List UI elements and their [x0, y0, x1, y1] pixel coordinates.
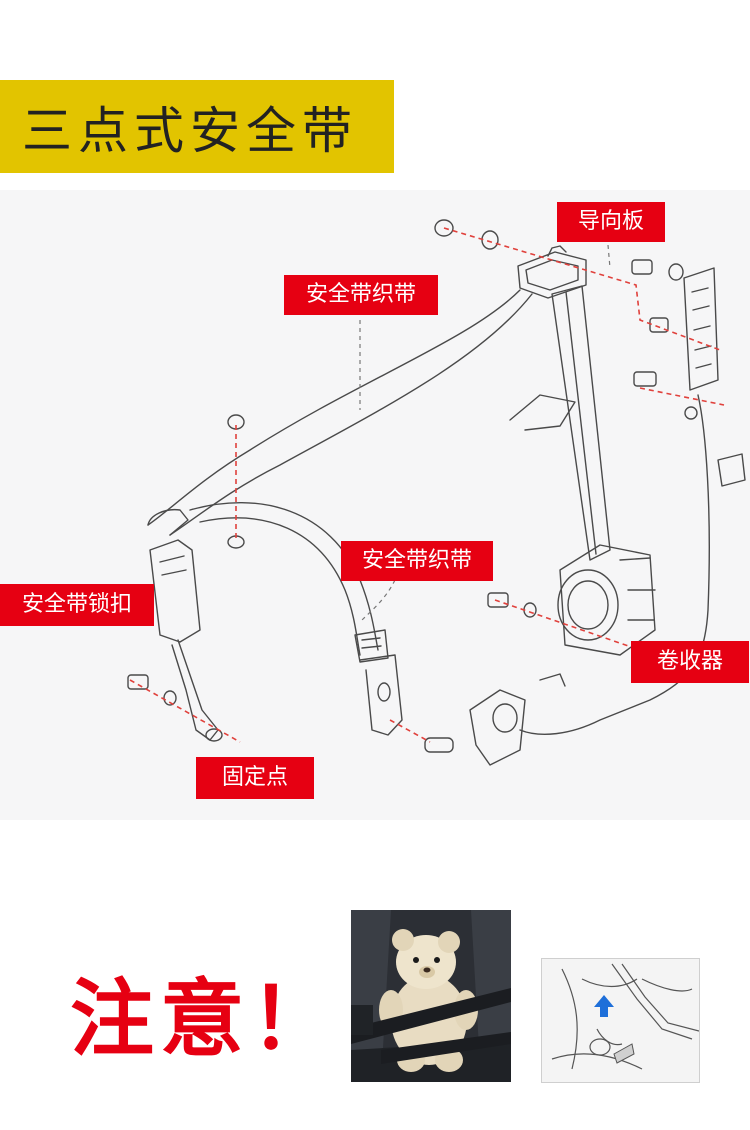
- title-bar: 三点式安全带: [0, 80, 394, 173]
- buckle-part: [149, 539, 223, 742]
- leader-lines: [129, 227, 725, 743]
- pointer-lines: [359, 244, 611, 621]
- retractor-part: [557, 544, 656, 656]
- label-webbing-upper: 安全带织带: [284, 275, 438, 315]
- notice-heading: 注意！: [70, 970, 341, 1068]
- label-guide-plate: 导向板: [557, 202, 665, 242]
- lower-webbing: [189, 502, 403, 736]
- anchor-bracket: [469, 673, 566, 766]
- label-webbing-lower: 安全带织带: [341, 541, 493, 581]
- guide-plate-part: [517, 245, 587, 299]
- vertical-webbing: [551, 285, 611, 561]
- side-bracket: [509, 394, 746, 487]
- page-title: 三点式安全带: [22, 101, 358, 160]
- seatbelt-fastening-sketch: [541, 958, 700, 1083]
- upper-webbing: [147, 289, 533, 536]
- label-retractor: 卷收器: [631, 641, 749, 683]
- teddy-bear-photo: [351, 910, 511, 1082]
- label-anchor-point: 固定点: [196, 757, 314, 799]
- label-buckle: 安全带锁扣: [0, 584, 154, 626]
